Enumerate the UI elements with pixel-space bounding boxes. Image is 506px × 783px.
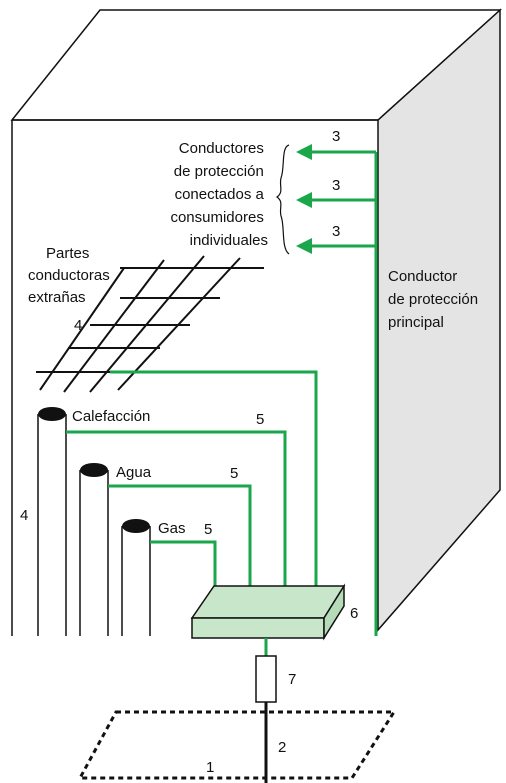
gas-bonding-conductor [150,540,217,604]
consumer-conductors-label: Conductores de protección conectados a c… [170,140,268,249]
consumer-arrowheads [296,144,312,254]
pipes [37,407,151,636]
label-3-bottom: 3 [332,223,340,240]
water-label: Agua [116,464,152,481]
main-conductor-label: Conductor de protección principal [388,268,482,331]
water-pipe [79,463,109,636]
heating-pipe [37,407,67,636]
label-4-grid: 4 [74,317,82,334]
label-3-top: 3 [332,128,340,145]
label-4-pipes: 4 [20,507,28,524]
arrowhead-1 [296,144,312,160]
gas-label: Gas [158,520,186,537]
heating-bonding-conductor [66,430,287,604]
label-5-gas: 5 [204,521,212,538]
water-bonding-conductor [108,484,252,604]
arrowhead-3 [296,238,312,254]
consumer-brace [275,144,290,255]
main-protective-conductor [306,150,378,636]
label-6: 6 [350,605,358,622]
main-earthing-bar [190,583,346,641]
heating-label: Calefacción [72,408,150,425]
earth-electrode [77,710,397,780]
label-2: 2 [278,739,286,756]
label-1: 1 [206,759,214,776]
bonding-conductors [66,370,318,604]
arrowhead-2 [296,192,312,208]
label-5-heating: 5 [256,411,264,428]
building [10,8,502,636]
gas-pipe [121,519,151,636]
grid-bonding-conductor [110,370,318,604]
extraneous-parts-label: Partes conductoras extrañas [28,245,114,306]
label-5-water: 5 [230,465,238,482]
resistor [255,655,277,703]
label-3-middle: 3 [332,177,340,194]
label-7: 7 [288,671,296,688]
extraneous-parts-grid [36,255,264,393]
